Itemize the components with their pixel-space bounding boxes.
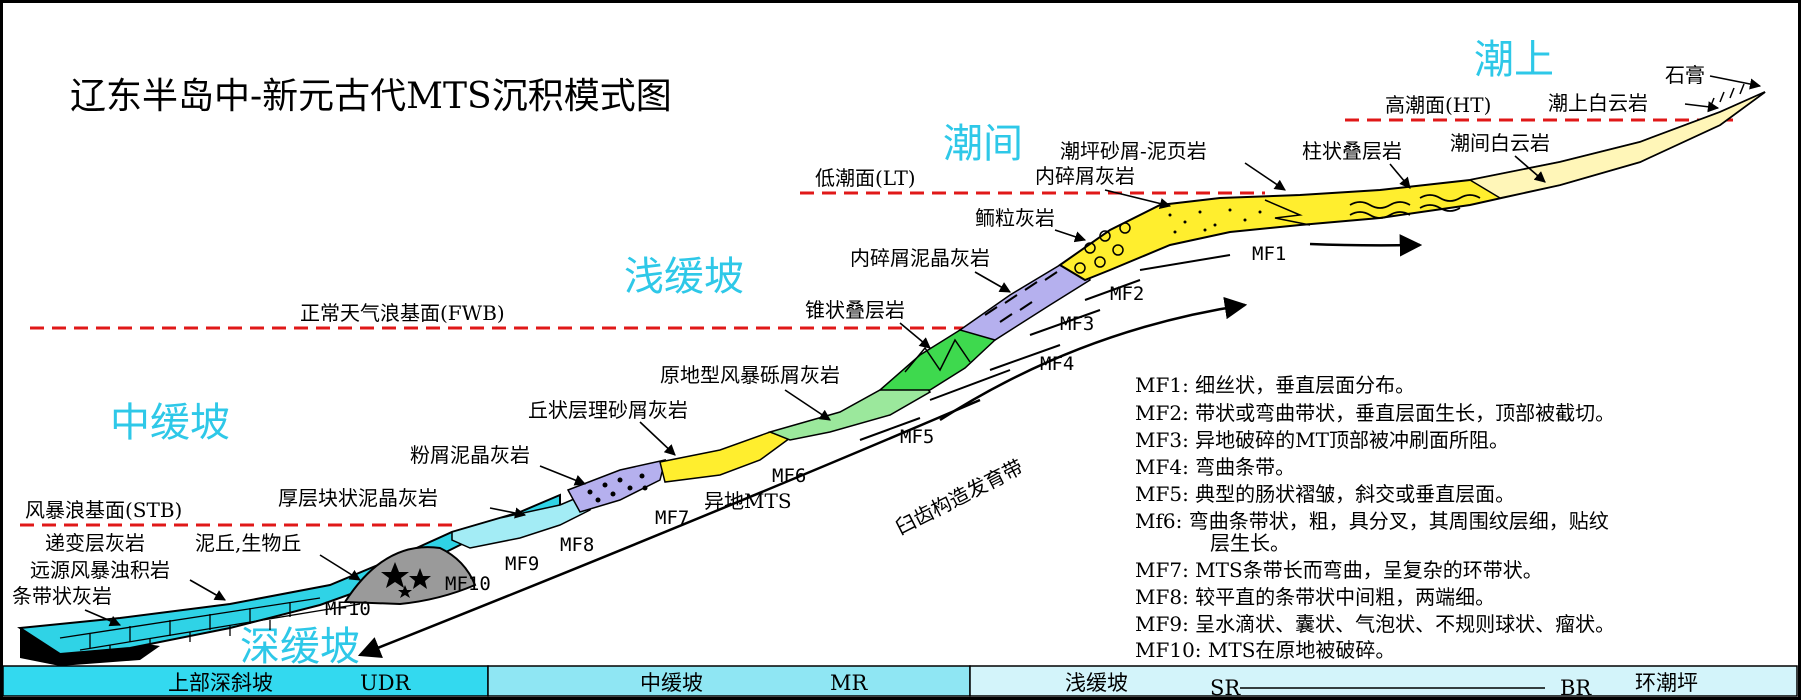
- legend-item-mf6-cont: 层生长。: [1210, 531, 1290, 555]
- mf10-label: MF10: [445, 573, 491, 595]
- zone-label-qianhuanpo: 浅缓坡: [624, 254, 744, 300]
- legend-item-mf3: MF3: 异地破碎的MT顶部被冲刷面所阻。: [1135, 428, 1509, 452]
- brick-pattern: [59, 597, 361, 654]
- mf-legend: MF1: 细丝状，垂直层面分布。 MF2: 带状或弯曲带状，垂直层面生长，顶部被…: [1135, 373, 1615, 662]
- label-gypsum: 石膏: [1665, 63, 1705, 87]
- mf5-label: MF5: [900, 426, 934, 448]
- band-udr-name: 上部深斜坡: [168, 671, 273, 695]
- zone-label-chaoshang: 潮上: [1474, 37, 1554, 83]
- lt-level-label: 低潮面(LT): [815, 166, 916, 190]
- legend-item-mf6: Mf6: 弯曲条带状，粗，具分叉，其周围纹层细，贴纹: [1135, 509, 1609, 533]
- stromatolite-waves: [1349, 194, 1481, 219]
- mf-zone-lines: [859, 254, 1231, 441]
- band-udr: [2, 665, 489, 697]
- mf8-label: MF8: [560, 534, 594, 556]
- label-conical-stromatolite: 锥状叠层岩: [805, 298, 905, 322]
- mf4-label: MF4: [1040, 353, 1074, 375]
- band-mr-name: 中缓坡: [640, 671, 703, 695]
- legend-item-mf9: MF9: 呈水滴状、囊状、气泡状、不规则球状、瘤状。: [1135, 612, 1615, 636]
- bottom-zone-band: 上部深斜坡 UDR 中缓坡 MR 浅缓坡 SR BR 环潮坪: [2, 665, 1798, 700]
- label-oolite: 鲕粒灰岩: [975, 206, 1055, 230]
- zone-label-chaojian: 潮间: [943, 121, 1023, 167]
- label-in-situ-storm-breccia: 原地型风暴砾屑灰岩: [660, 363, 840, 387]
- band-br-name: 环潮坪: [1635, 671, 1698, 695]
- regional-arc-arrow: [939, 296, 1248, 422]
- hummocky-zone: [659, 431, 792, 483]
- label-ribbon-limestone: 条带状灰岩: [12, 584, 112, 608]
- mf1-arrow: [1309, 234, 1423, 257]
- legend-item-mf8: MF8: 较平直的条带状中间粗，两端细。: [1135, 585, 1495, 609]
- sand-dots: [1168, 208, 1262, 234]
- label-molar-tooth-belt: 臼齿构造发育带: [891, 455, 1027, 540]
- legend-item-mf1: MF1: 细丝状，垂直层面分布。: [1135, 373, 1415, 397]
- label-intraclast-limestone: 内碎屑灰岩: [1035, 164, 1135, 188]
- zone-label-shenhuanpo: 深缓坡: [240, 624, 360, 670]
- mf1-label: MF1: [1252, 243, 1286, 265]
- fwb-level-label: 正常天气浪基面(FWB): [300, 301, 505, 325]
- label-thick-micrite: 厚层块状泥晶灰岩: [278, 486, 438, 510]
- ht-level-label: 高潮面(HT): [1385, 93, 1491, 117]
- band-udr-code: UDR: [360, 671, 412, 695]
- silt-dots: [587, 473, 648, 503]
- legend-item-mf10: MF10: MTS在原地被破碎。: [1135, 638, 1395, 662]
- cone-pattern: [904, 338, 971, 373]
- legend-item-mf5: MF5: 典型的肠状褶皱，斜交或垂直层面。: [1135, 482, 1515, 506]
- label-columnar-stromatolite: 柱状叠层岩: [1302, 139, 1402, 163]
- molar-tooth-belt-arrow: [357, 398, 981, 658]
- legend-item-mf7: MF7: MTS条带长而弯曲，呈复杂的环带状。: [1135, 558, 1543, 582]
- label-allochthonous-mts: 异地MTS: [704, 489, 792, 513]
- label-tidal-sand-shale: 潮坪砂屑-泥页岩: [1060, 139, 1207, 163]
- zone-label-zhonghuanpo: 中缓坡: [110, 400, 230, 446]
- storm-breccia-zone: [767, 379, 932, 441]
- band-br-code: BR: [1560, 676, 1592, 700]
- silt-micrite-zone: [566, 459, 667, 513]
- intraclast-dashes: [984, 271, 1058, 323]
- legend-item-mf4: MF4: 弯曲条带。: [1135, 455, 1295, 479]
- band-mr-code: MR: [830, 671, 869, 695]
- mf9-label: MF9: [505, 553, 539, 575]
- band-sr-code: SR: [1210, 676, 1241, 700]
- oolite-circles: [1074, 222, 1131, 274]
- band-mr: [487, 665, 971, 697]
- band-sr-name: 浅缓坡: [1065, 671, 1128, 695]
- band-sr-br: [969, 665, 1798, 697]
- label-graded-limestone: 递变层灰岩: [45, 531, 145, 555]
- mf10-lower-label: MF10: [325, 598, 371, 620]
- legend-item-mf2: MF2: 带状或弯曲带状，垂直层面生长，顶部被截切。: [1135, 401, 1615, 425]
- label-silt-micrite: 粉屑泥晶灰岩: [410, 443, 530, 467]
- deep-ramp-cyan-belt: [17, 493, 561, 656]
- mf7-label: MF7: [655, 507, 689, 529]
- label-mud-mound: 泥丘,生物丘: [195, 531, 301, 555]
- label-supratidal-dolomite: 潮上白云岩: [1548, 91, 1648, 115]
- leader-arrows: [84, 75, 1762, 627]
- mf2-label: MF2: [1110, 283, 1144, 305]
- mound-star-symbols: [381, 562, 431, 598]
- mf3-label: MF3: [1060, 313, 1094, 335]
- diagram-title: 辽东半岛中-新元古代MTS沉积模式图: [70, 76, 672, 117]
- mf6-label: MF6: [772, 465, 806, 487]
- label-hummocky-calcarenite: 丘状层理砂屑灰岩: [528, 398, 688, 422]
- label-intertidal-dolomite: 潮间白云岩: [1450, 131, 1550, 155]
- shale-interfinger: [1264, 199, 1311, 226]
- mud-mound: [343, 546, 477, 606]
- stb-level-label: 风暴浪基面(STB): [25, 498, 182, 522]
- label-distal-tempestite: 远源风暴浊积岩: [30, 558, 170, 582]
- label-intraclast-micrite: 内碎屑泥晶灰岩: [850, 246, 990, 270]
